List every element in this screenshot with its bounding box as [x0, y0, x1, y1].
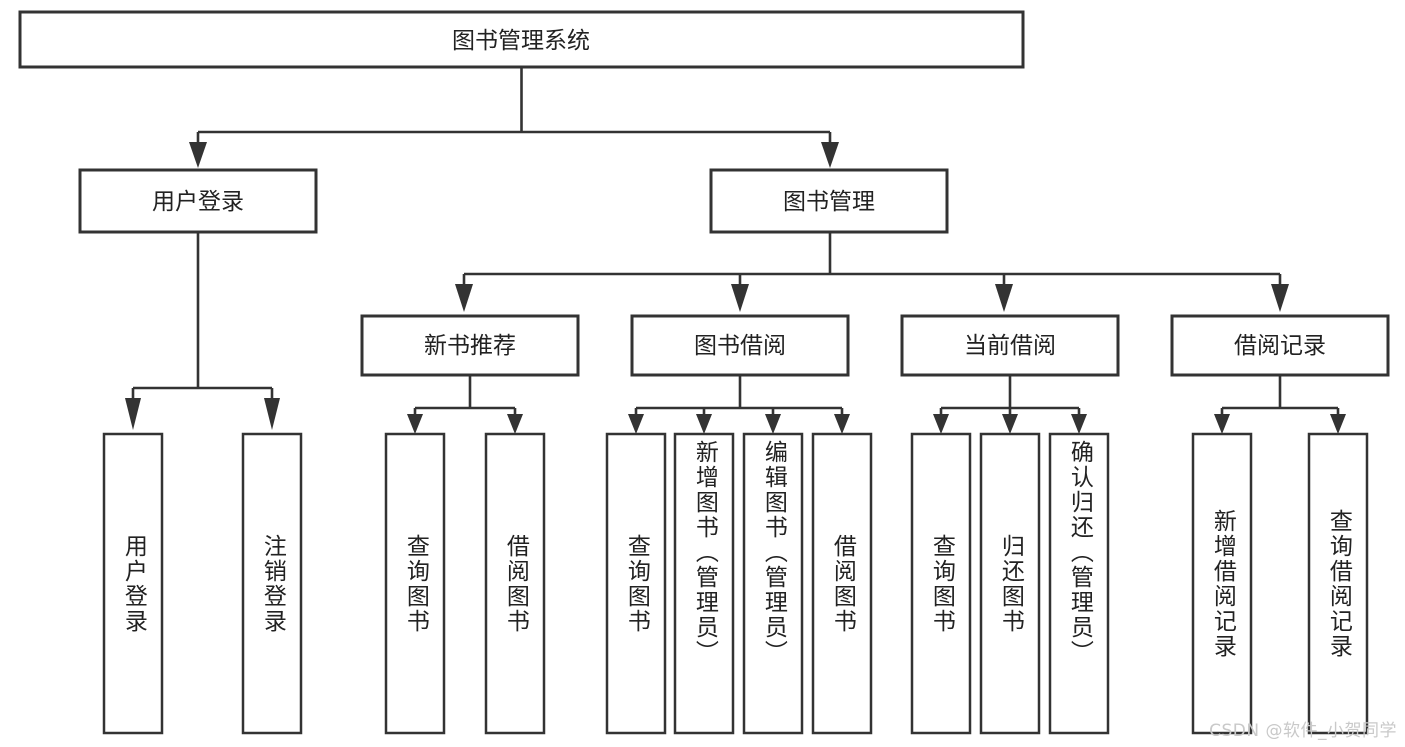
leaf-borrow-query-book-box[interactable] [605, 432, 667, 735]
leaf-logout-box[interactable] [241, 432, 303, 735]
arrow-head-book-borrow [731, 284, 749, 312]
leaf-cur-return-book-box[interactable] [979, 432, 1041, 735]
leaf-user-login-box[interactable] [102, 432, 164, 735]
leaf-rec-query-book-box[interactable] [384, 432, 446, 735]
arrow-head-cur-query-book [933, 414, 949, 434]
arrow-head-leaf-user-login [125, 398, 141, 430]
node-root-system-label: 图书管理系统 [452, 28, 590, 54]
arrow-head-borrow-edit-book [765, 414, 781, 434]
node-current-borrow[interactable]: 当前借阅 [900, 314, 1120, 377]
node-new-book-rec[interactable]: 新书推荐 [360, 314, 580, 377]
arrow-head-rec-query-record [1330, 414, 1346, 434]
arrow-head-borrow-add-book [696, 414, 712, 434]
arrow-head-borrow-query-book [628, 414, 644, 434]
leaf-rec-query-record-box[interactable] [1307, 432, 1369, 735]
node-borrow-record-label: 借阅记录 [1234, 333, 1326, 359]
arrow-head-cur-return-book [1002, 414, 1018, 434]
leaf-cur-query-book-box[interactable] [910, 432, 972, 735]
connector-group-borrow-record [1214, 375, 1346, 434]
node-user-login-box[interactable] [78, 168, 318, 234]
csdn-watermark: CSDN @软件_小贺同学 [1209, 721, 1397, 741]
connector-group-book-manage [455, 232, 1289, 312]
node-book-manage-label: 图书管理 [783, 189, 875, 215]
node-root-system-box[interactable] [18, 10, 1025, 69]
node-user-login[interactable]: 用户登录 [78, 168, 318, 234]
node-borrow-record[interactable]: 借阅记录 [1170, 314, 1390, 377]
arrow-head-rec-query-book [407, 414, 423, 434]
arrow-head-rec-borrow-book [507, 414, 523, 434]
node-user-login-label: 用户登录 [152, 189, 244, 215]
node-book-borrow[interactable]: 图书借阅 [630, 314, 850, 377]
connector-group-book-borrow [628, 375, 850, 434]
connector-group-new-book-rec [407, 375, 523, 434]
node-new-book-rec-box[interactable] [360, 314, 580, 377]
node-root-system[interactable]: 图书管理系统 [18, 10, 1025, 69]
connector-group-user-login [125, 232, 280, 430]
leaf-cur-confirm-return-box[interactable] [1048, 432, 1110, 735]
node-book-manage-box[interactable] [709, 168, 949, 234]
arrow-head-book-manage [821, 142, 839, 168]
node-book-borrow-box[interactable] [630, 314, 850, 377]
leaf-borrow-edit-book-box[interactable] [742, 432, 804, 735]
connector-group-current-borrow [933, 375, 1087, 434]
leaf-borrow-add-book-box[interactable] [673, 432, 735, 735]
arrow-head-rec-add-record [1214, 414, 1230, 434]
arrow-head-current-borrow [995, 284, 1013, 312]
arrow-head-cur-confirm-return [1071, 414, 1087, 434]
leaf-rec-add-record-box[interactable] [1191, 432, 1253, 735]
node-borrow-record-box[interactable] [1170, 314, 1390, 377]
arrow-head-borrow-borrow-book [834, 414, 850, 434]
leaf-borrow-borrow-book-box[interactable] [811, 432, 873, 735]
node-current-borrow-box[interactable] [900, 314, 1120, 377]
arrow-head-user-login [189, 142, 207, 168]
node-current-borrow-label: 当前借阅 [964, 333, 1056, 359]
leaf-rec-borrow-book-box[interactable] [484, 432, 546, 735]
node-new-book-rec-label: 新书推荐 [424, 333, 516, 359]
connector-group-root [189, 67, 839, 168]
arrow-head-leaf-logout [264, 398, 280, 430]
node-book-borrow-label: 图书借阅 [694, 333, 786, 359]
arrow-head-new-book-rec [455, 284, 473, 312]
leaf-boxes-group [102, 432, 1369, 735]
arrow-head-borrow-record [1271, 284, 1289, 312]
node-book-manage[interactable]: 图书管理 [709, 168, 949, 234]
